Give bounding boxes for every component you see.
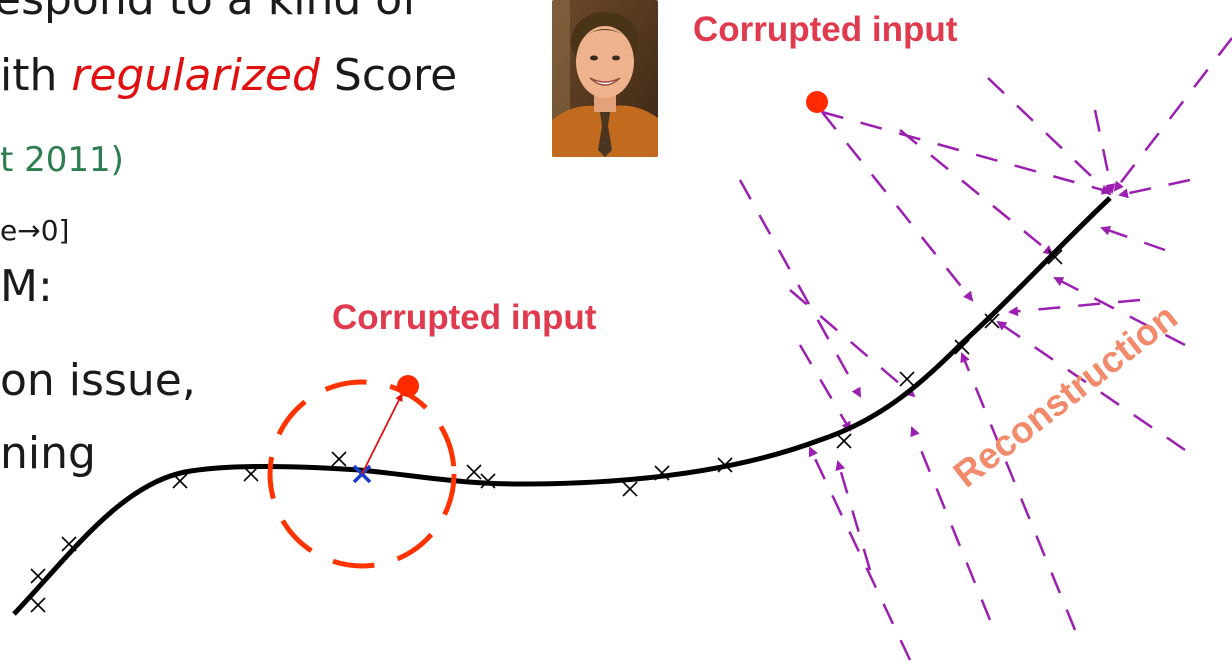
slide-text-line-1: espond to a kind of [0,0,418,25]
arrow-5 [1118,178,1191,199]
regularized-emphasis: regularized [71,50,320,101]
arrow-6 [1100,225,1166,252]
arrow-15 [1008,298,1141,317]
arrow-12 [789,289,916,398]
slide-text-line-4: e→0] [0,214,70,247]
slide-text-line-2-suffix: Score [319,50,458,101]
corrupted-input-label-top: Corrupted input [693,10,958,49]
sample-cross [654,465,670,481]
slide-text-line-2: ith regularized Score [0,50,457,101]
sample-cross [30,568,46,584]
arrow-1 [821,110,1112,195]
arrow-9 [1053,276,1186,347]
arrow-16 [798,344,852,432]
sample-cross [466,464,482,480]
sample-cross [899,371,915,387]
corrupted-input-label-mid: Corrupted input [332,298,597,337]
slide-text-line-6: on issue, [0,355,196,406]
sample-cross [717,457,733,473]
training-samples [30,249,1063,613]
data-manifold-curve [12,196,1112,616]
arrow-7 [821,111,974,302]
sample-cross [622,481,638,497]
sample-cross [243,466,259,482]
corruption-arrow [361,393,403,475]
corrupted-point-top [806,91,828,113]
sample-cross [30,597,46,613]
sample-cross [331,451,347,467]
arrow-13 [960,352,1077,631]
arrow-8 [899,129,1054,256]
citation-text: t 2011) [0,140,124,180]
arrow-14 [910,426,992,621]
corruption-noise-circle [267,379,457,569]
arrow-4 [1113,37,1232,192]
sample-cross [954,339,970,355]
sample-cross [1047,249,1063,265]
sample-cross [172,473,188,489]
reconstruction-arrows [738,37,1232,661]
arrow-18 [835,460,872,571]
portrait-photo [552,0,658,157]
sample-cross [480,473,496,489]
arrow-2 [987,77,1112,196]
corrupted-point-mid [397,375,419,397]
arrow-17 [808,446,912,661]
sample-cross [61,536,77,552]
sample-cross [984,313,1000,329]
slide-text-line-2-prefix: ith [0,50,72,101]
arrow-3 [1093,109,1116,194]
slide-text-line-7: ning [0,428,96,479]
sample-cross [836,433,852,449]
slide-text-line-5: M: [0,261,53,312]
arrow-11 [738,179,862,398]
